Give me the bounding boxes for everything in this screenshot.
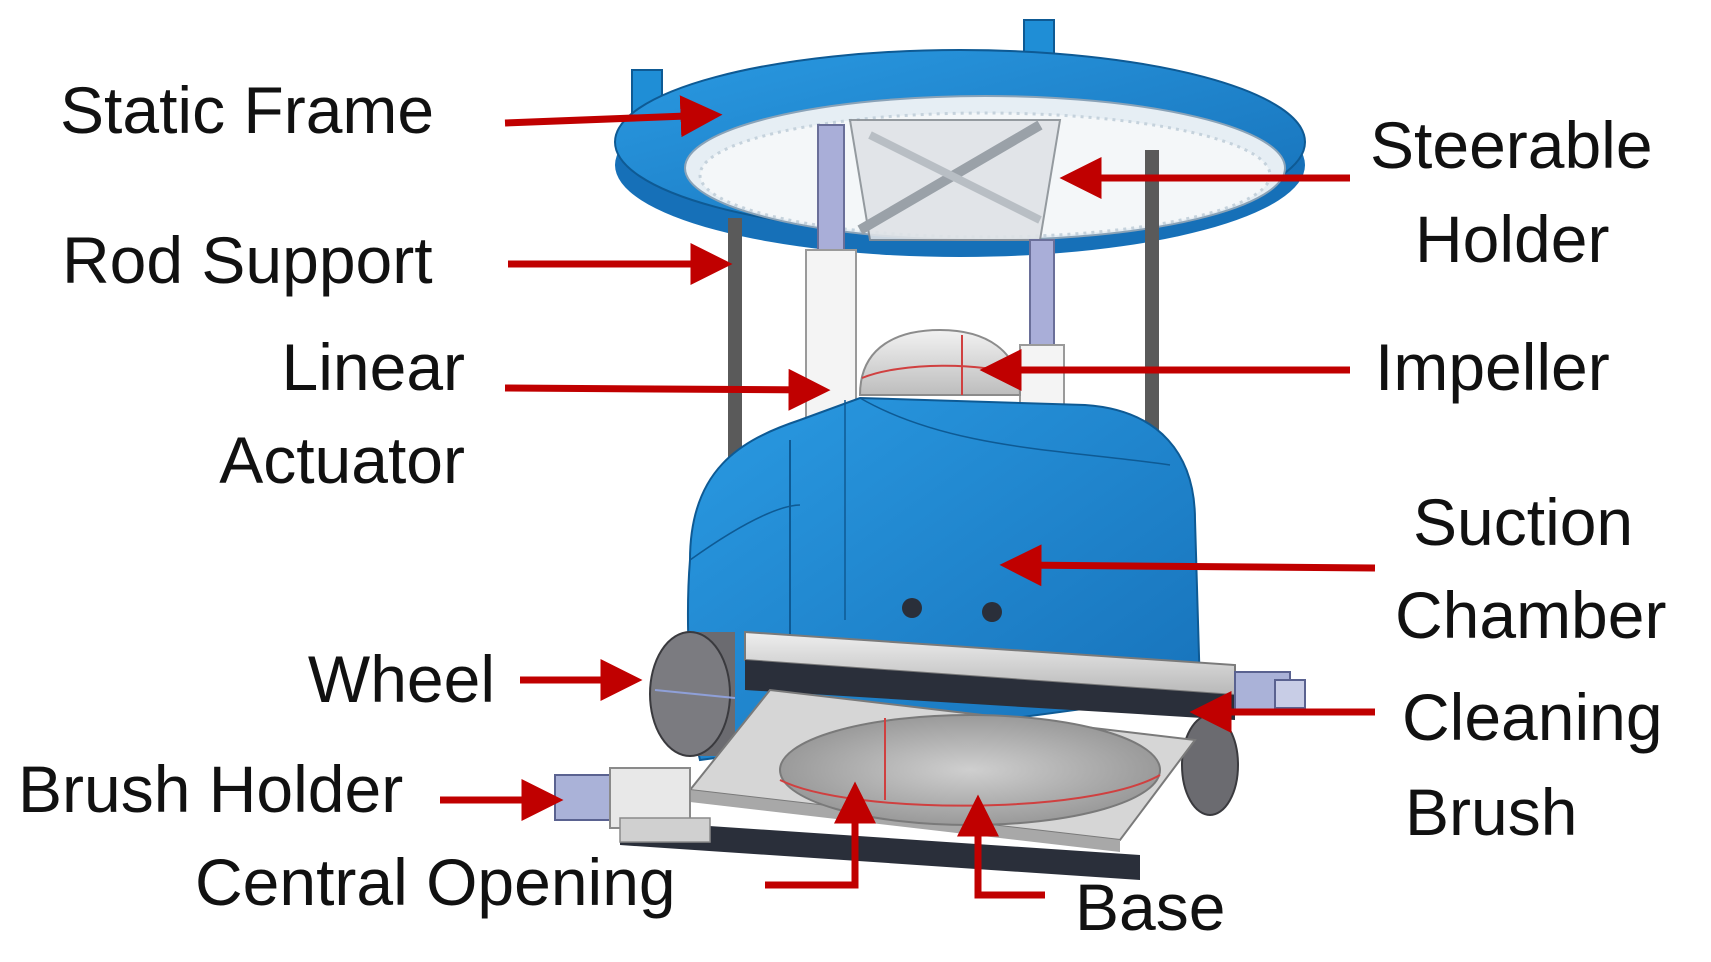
label-linear-actuator-line1: Linear (282, 330, 465, 404)
wheels (649, 631, 1239, 816)
brush-holder (554, 767, 711, 843)
left-labels: Static Frame Rod Support Linear Actuator… (18, 73, 1225, 944)
label-wheel: Wheel (308, 642, 495, 716)
label-cleaning-brush-line2: Brush (1405, 775, 1577, 849)
robot-illustration (554, 19, 1306, 880)
label-suction-chamber-line1: Suction (1413, 485, 1633, 559)
central-opening-hole (779, 714, 1161, 826)
steerable-holder (848, 119, 1062, 241)
label-rod-support: Rod Support (62, 223, 433, 297)
right-labels: Steerable Holder Impeller Suction Chambe… (1370, 108, 1666, 849)
arrow-central-opening (765, 781, 876, 889)
arrow-base (957, 794, 1045, 899)
label-static-frame: Static Frame (60, 73, 434, 147)
arrow-suction-chamber (999, 544, 1376, 587)
label-brush-holder: Brush Holder (18, 752, 403, 826)
callout-arrows (440, 95, 1376, 899)
label-suction-chamber-line2: Chamber (1395, 578, 1666, 652)
arrow-static-frame (504, 95, 723, 138)
label-central-opening: Central Opening (195, 845, 676, 919)
label-base: Base (1075, 870, 1225, 944)
label-linear-actuator-line2: Actuator (219, 423, 465, 497)
impeller-dome (858, 328, 1022, 396)
label-steerable-holder-line2: Holder (1415, 202, 1609, 276)
arrow-linear-actuator (504, 368, 831, 411)
label-impeller: Impeller (1375, 330, 1610, 404)
base-plate (620, 688, 1197, 880)
label-cleaning-brush-line1: Cleaning (1402, 680, 1663, 754)
cleaning-brush (744, 630, 1306, 720)
label-steerable-holder-line1: Steerable (1370, 108, 1653, 182)
